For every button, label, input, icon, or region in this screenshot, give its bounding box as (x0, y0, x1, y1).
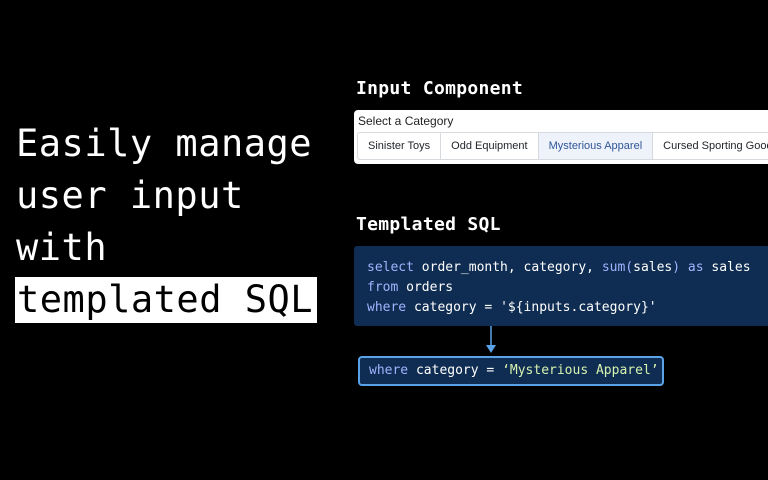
kw-as: as (680, 260, 704, 275)
sql-sales: sales (633, 260, 673, 275)
sql-code-block: select order_month, category, sum(sales)… (354, 246, 768, 326)
category-button-group: Sinister Toys Odd Equipment Mysterious A… (357, 132, 768, 160)
category-input-card: Select a Category Sinister Toys Odd Equi… (354, 110, 768, 164)
hero-highlight: templated SQL (15, 277, 318, 323)
result-kw-where: where (369, 363, 409, 378)
kw-select: select (367, 260, 414, 275)
sql-condition: category = (406, 300, 501, 315)
result-condition: category = (408, 363, 503, 378)
sql-line-2: from orders (367, 278, 768, 298)
input-component-title: Input Component (356, 78, 524, 99)
sql-table: orders (398, 280, 454, 295)
kw-sum: sum (601, 260, 626, 275)
arrow-down-icon (486, 326, 496, 353)
hero-line-1: Easily manage (16, 122, 313, 165)
option-cursed-sporting-goods[interactable]: Cursed Sporting Goods (663, 140, 768, 152)
hero-heading: Easily manage user input with templated … (15, 118, 318, 326)
paren-open: ( (625, 260, 634, 275)
option-odd-equipment[interactable]: Odd Equipment (441, 133, 539, 159)
kw-where: where (367, 300, 407, 315)
kw-from: from (367, 280, 399, 295)
sql-columns: order_month, category, (413, 260, 602, 275)
paren-close: ) (672, 260, 681, 275)
sql-line-1: select order_month, category, sum(sales)… (367, 258, 768, 278)
rendered-sql-result: where category = ‘Mysterious Apparel’ (358, 356, 664, 386)
hero-line-2: user input (16, 174, 244, 217)
templated-sql-title: Templated SQL (356, 214, 501, 235)
sql-line-3: where category = '${inputs.category}' (367, 298, 768, 318)
result-value: ‘Mysterious Apparel’ (502, 363, 659, 378)
category-label: Select a Category (358, 114, 454, 128)
option-sinister-toys[interactable]: Sinister Toys (358, 133, 442, 159)
hero-line-3: with (16, 226, 108, 269)
sql-template-var: '${inputs.category}' (500, 300, 657, 315)
sql-alias: sales (703, 260, 751, 275)
option-mysterious-apparel[interactable]: Mysterious Apparel (538, 133, 654, 159)
